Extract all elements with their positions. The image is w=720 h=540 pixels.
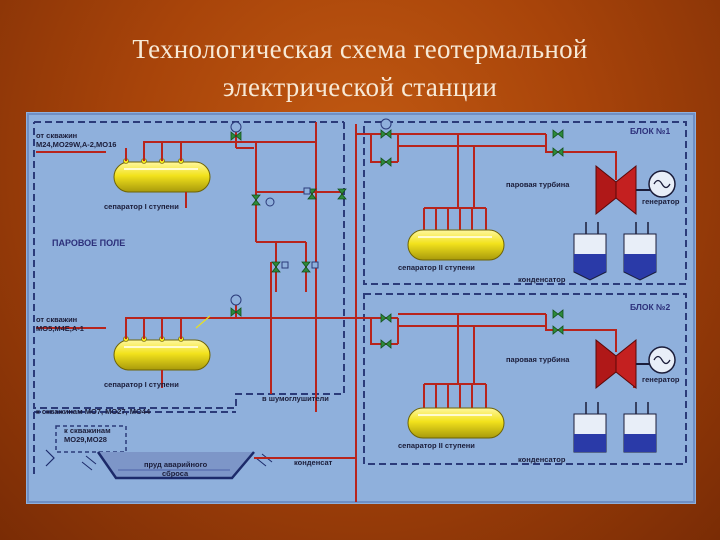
condenser-2-label: конденсатор — [518, 455, 566, 464]
block-1-condenser — [573, 222, 657, 281]
turbine-1-label: паровая турбина — [506, 180, 570, 189]
pipes-left-bottom — [36, 124, 357, 502]
pond-label-2: сброса — [162, 469, 189, 478]
block-2-separator-2 — [407, 407, 505, 439]
to-wells-2a-label: к скважинам — [64, 426, 111, 435]
to-wells-2b-label: МО29,МО28 — [64, 435, 107, 444]
turbine-2-label: паровая турбина — [506, 355, 570, 364]
separator-1-bottom — [113, 336, 211, 371]
emergency-pond — [45, 425, 356, 480]
block-2-turbine — [595, 338, 650, 390]
title-line-2: электрической станции — [222, 72, 498, 102]
condenser-1-label: конденсатор — [518, 275, 566, 284]
block-2-condenser — [573, 402, 657, 453]
block-1-generator — [648, 170, 676, 198]
separator-2-top-label: сепаратор II ступени — [398, 263, 475, 272]
separator-1-top-label: сепаратор I ступени — [104, 202, 179, 211]
block-1-turbine — [595, 164, 650, 216]
generator-1-label: генератор — [642, 197, 680, 206]
from-wells-1b: М24,МО29W,А-2,МО16 — [36, 140, 116, 149]
condensate-label: конденсат — [294, 458, 333, 467]
block-1-pipes — [356, 133, 635, 230]
from-wells-1a: от скважин — [36, 131, 77, 140]
steam-field-label: ПАРОВОЕ ПОЛЕ — [52, 238, 125, 248]
dashed-borders — [33, 121, 687, 474]
block-2-label: БЛОК №2 — [630, 302, 670, 312]
block-1-separator-2 — [407, 229, 505, 261]
separator-2-bottom-label: сепаратор II ступени — [398, 441, 475, 450]
generator-2-label: генератор — [642, 375, 680, 384]
block-1-label: БЛОК №1 — [630, 126, 670, 136]
separator-1-top — [113, 158, 211, 193]
to-wells-1-label: к скважинам МО7, МО27, МО44 — [36, 407, 151, 416]
to-silencers-label: в шумоглушители — [262, 394, 329, 403]
block-2-generator — [648, 346, 676, 374]
from-wells-2b: МО5,М4Е,А-1 — [36, 324, 84, 333]
geothermal-plant-diagram: от скважин М24,МО29W,А-2,МО16 сепаратор … — [26, 112, 696, 504]
slide-title: Технологическая схема геотермальной элек… — [0, 30, 720, 106]
from-wells-2a: от скважин — [36, 315, 77, 324]
title-line-1: Технологическая схема геотермальной — [132, 34, 588, 64]
separator-1-bottom-label: сепаратор I ступени — [104, 380, 179, 389]
pond-label-1: пруд аварийного — [144, 460, 208, 469]
